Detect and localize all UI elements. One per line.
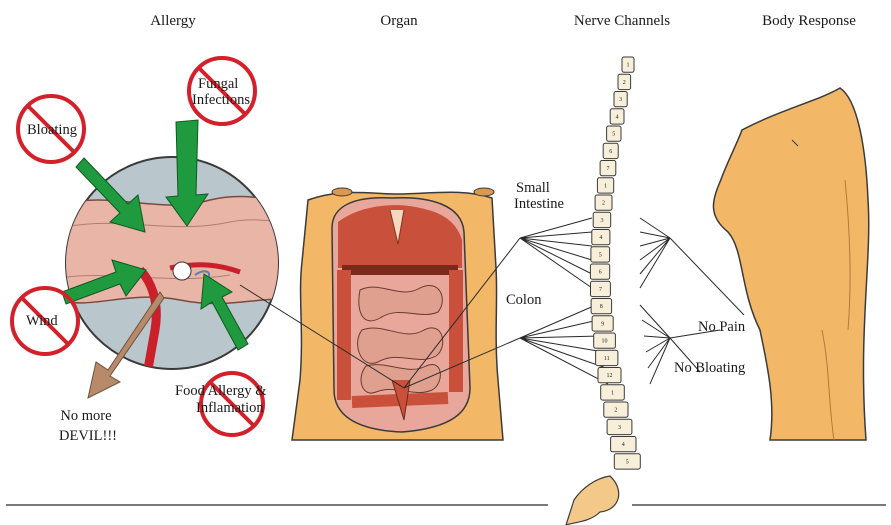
vertebra: 4: [611, 437, 636, 452]
label-wind: Wind: [26, 313, 58, 329]
vertebra: 1: [601, 385, 625, 400]
label-outcome-line1: No more: [60, 408, 111, 424]
vertebra-number: 1: [611, 390, 614, 396]
vertebra: 6: [590, 264, 609, 279]
torso-organ-illustration: [292, 188, 503, 440]
vertebra-number: 5: [612, 132, 615, 138]
vertebra-number: 2: [614, 408, 617, 414]
label-small-intestine-line1: Small: [516, 180, 550, 196]
vertebra-number: 6: [609, 149, 612, 155]
vertebra-number: 7: [599, 287, 602, 293]
label-food-allergy-line2: Inflamation: [196, 400, 264, 416]
vertebra: 9: [592, 316, 613, 331]
vertebra-number: 11: [604, 356, 610, 362]
vertebra-number: 3: [619, 97, 622, 103]
vertebra: 8: [591, 299, 612, 314]
vertebra-number: 5: [626, 459, 629, 465]
label-no-pain: No Pain: [698, 319, 746, 335]
vertebra: 4: [610, 109, 624, 124]
vertebra-number: 1: [604, 183, 607, 189]
vertebra: 3: [607, 419, 632, 434]
vertebra: 7: [591, 281, 611, 296]
vertebra: 2: [618, 74, 631, 89]
vertebra-number: 2: [602, 201, 605, 207]
label-no-bloating: No Bloating: [674, 360, 745, 376]
sacrum-illustration: [566, 476, 619, 525]
vertebra-number: 1: [627, 63, 630, 69]
vertebra: 10: [594, 333, 616, 348]
vertebra: 1: [597, 178, 613, 193]
header-allergy: Allergy: [150, 13, 196, 29]
label-small-intestine-line2: Intestine: [514, 196, 564, 212]
vertebra: 2: [604, 402, 628, 417]
vertebra: 12: [598, 368, 621, 383]
label-bloating: Bloating: [27, 122, 77, 138]
vertebra-number: 4: [616, 114, 619, 120]
vertebra: 7: [600, 161, 616, 176]
vertebra: 5: [607, 126, 621, 141]
vertebra: 1: [622, 57, 634, 72]
header-body-response: Body Response: [762, 13, 856, 29]
vertebra: 4: [592, 230, 610, 245]
label-food-allergy-line1: Food Allergy &: [175, 383, 267, 399]
label-fungal-line2: Infections: [192, 92, 250, 108]
vertebra: 6: [603, 143, 618, 158]
vertebra-number: 2: [623, 80, 626, 86]
vertebra-number: 12: [607, 373, 613, 379]
label-fungal-line1: Fungal: [198, 76, 238, 92]
vertebra-number: 10: [602, 339, 608, 345]
vertebra-number: 4: [599, 235, 602, 241]
vertebra-number: 5: [599, 252, 602, 258]
vertebra: 3: [614, 92, 627, 107]
vertebra: 5: [614, 454, 640, 469]
vertebra: 3: [593, 212, 611, 227]
vertebra-number: 8: [600, 304, 603, 310]
spine-illustration: 123456712345678910111212345: [590, 57, 640, 469]
label-colon: Colon: [506, 292, 542, 308]
vertebra: 5: [591, 247, 610, 262]
vertebra-number: 7: [607, 166, 610, 172]
vertebra-number: 9: [601, 321, 604, 327]
body-response-figure: [713, 88, 868, 440]
vertebra: 2: [595, 195, 612, 210]
header-nerve-channels: Nerve Channels: [574, 13, 670, 29]
vertebra-number: 4: [622, 442, 625, 448]
label-outcome-line2: DEVIL!!!: [59, 428, 117, 444]
vertebra-number: 3: [601, 218, 604, 224]
vertebra-number: 3: [618, 425, 621, 431]
vertebra-number: 6: [599, 270, 602, 276]
header-organ: Organ: [380, 13, 418, 29]
vertebra: 11: [596, 350, 618, 365]
